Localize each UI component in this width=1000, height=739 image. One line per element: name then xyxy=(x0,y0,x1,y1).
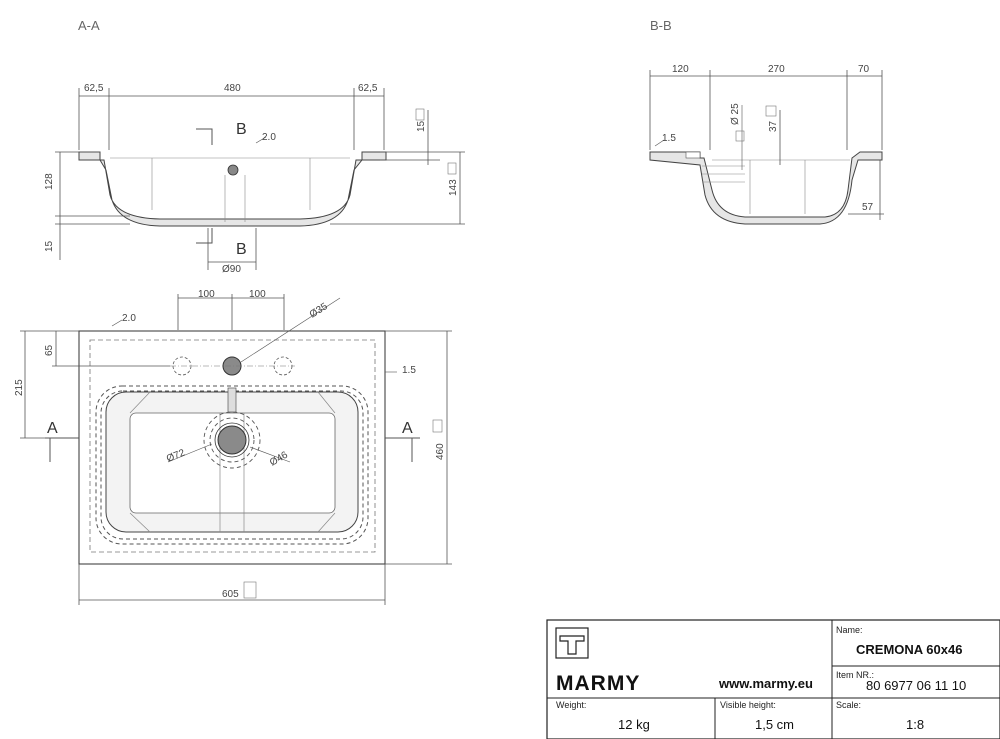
marmy-logo-icon xyxy=(555,627,589,659)
plan-hole-diam: Ø35 xyxy=(308,301,330,321)
bb-basin-profile xyxy=(649,151,883,225)
plan-tol-top: 2.0 xyxy=(122,313,136,324)
bb-diam-note: Ø 25 xyxy=(730,103,741,125)
plan-width-dim: 605 xyxy=(222,589,239,600)
scale-label: Scale: xyxy=(836,700,861,710)
weight-value: 12 kg xyxy=(618,717,650,732)
aa-marker-b-top: B xyxy=(236,121,247,138)
bb-center-dim: 270 xyxy=(768,64,785,75)
aa-total-height-dim: 143 xyxy=(448,179,459,196)
item-number: 80 6977 06 11 10 xyxy=(866,678,966,693)
section-aa-view: A-A 62,5 480 62,5 B B 2 xyxy=(44,18,465,275)
aa-marker-b-bottom: B xyxy=(236,241,247,258)
aa-center-dim: 480 xyxy=(224,83,241,94)
visible-height-value: 1,5 cm xyxy=(755,717,794,732)
aa-right-dim: 62,5 xyxy=(358,83,378,94)
scale-value: 1:8 xyxy=(906,717,924,732)
aa-depth-dim: 128 xyxy=(44,173,55,190)
plan-tol-side: 1.5 xyxy=(402,365,416,376)
bb-tol: 1.5 xyxy=(662,133,676,144)
bb-left-dim: 120 xyxy=(672,64,689,75)
name-label: Name: xyxy=(836,625,863,635)
brand-name: MARMY xyxy=(556,672,640,695)
visible-height-label: Visible height: xyxy=(720,700,776,710)
plan-depth-dim: 460 xyxy=(435,443,446,460)
plan-view: Ø72 Ø46 100 100 Ø35 2.0 1.5 65 215 xyxy=(14,289,452,605)
aa-bottom-dim: 15 xyxy=(44,240,55,252)
bb-side-dim: 57 xyxy=(862,202,874,213)
aa-tol: 2.0 xyxy=(262,132,276,143)
aa-left-dim: 62,5 xyxy=(84,83,104,94)
plan-hole-right-dim: 100 xyxy=(249,289,266,300)
plan-hole-left-dim: 100 xyxy=(198,289,215,300)
weight-label: Weight: xyxy=(556,700,586,710)
plan-top-offset-dim: 65 xyxy=(44,344,55,356)
product-name: CREMONA 60x46 xyxy=(856,642,962,657)
aa-basin-profile xyxy=(78,151,387,227)
bb-depth-dim: 37 xyxy=(768,120,779,132)
aa-rim-dim: 15 xyxy=(416,120,427,132)
title-block: MARMY www.marmy.eu Name: CREMONA 60x46 I… xyxy=(546,619,1000,739)
section-aa-label: A-A xyxy=(78,18,100,33)
website: www.marmy.eu xyxy=(718,676,813,691)
section-bb-view: B-B 120 270 70 1.5 Ø 25 xyxy=(649,18,884,225)
plan-marker-a-left: A xyxy=(47,420,58,437)
section-bb-label: B-B xyxy=(650,18,672,33)
bb-right-dim: 70 xyxy=(858,64,870,75)
aa-drain-dim: Ø90 xyxy=(222,264,241,275)
plan-marker-a-right: A xyxy=(402,420,413,437)
drain-hole xyxy=(217,425,247,455)
plan-half-depth-dim: 215 xyxy=(14,379,25,396)
item-label: Item NR.: xyxy=(836,670,874,680)
